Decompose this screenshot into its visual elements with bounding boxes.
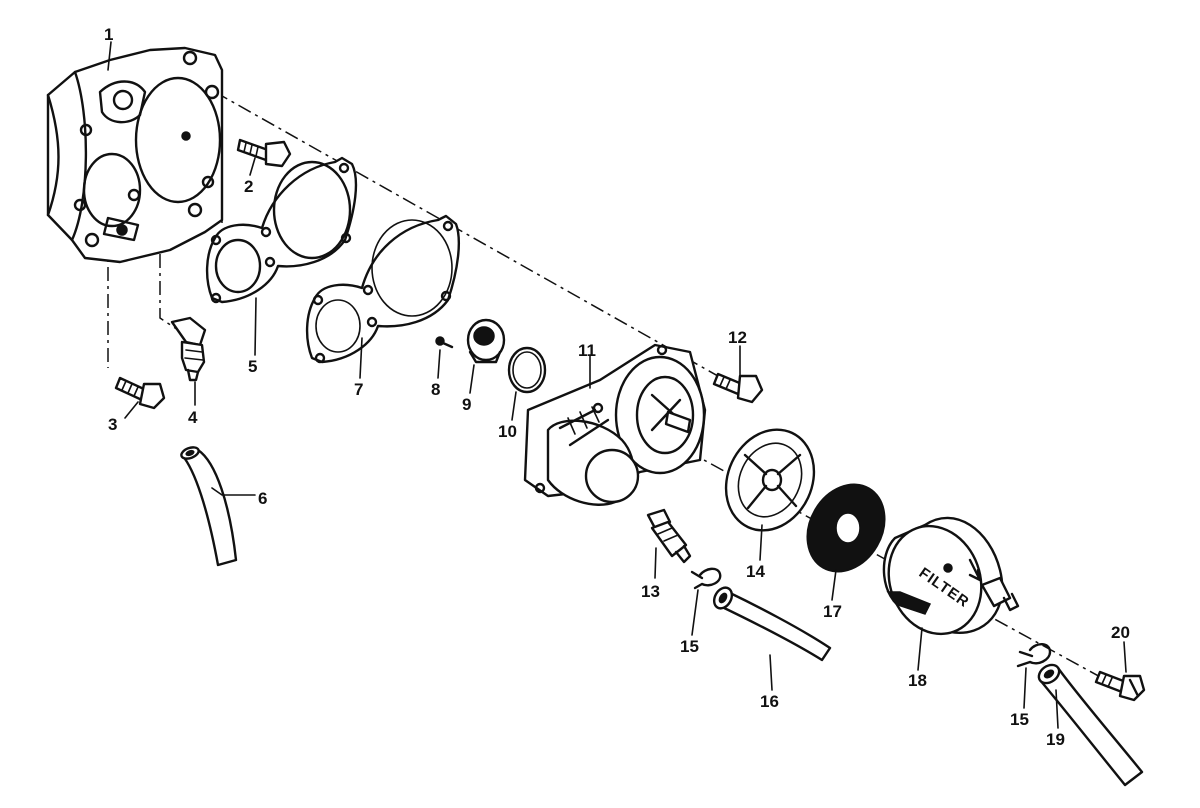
callout-9: 9 — [462, 395, 471, 414]
callout-15-b: 15 — [1010, 710, 1029, 729]
callout-19: 19 — [1046, 730, 1065, 749]
part-gasket-5 — [205, 156, 358, 304]
callout-6: 6 — [258, 489, 267, 508]
leader-lines — [107, 41, 1127, 729]
callout-12: 12 — [728, 328, 747, 347]
callout-15-a: 15 — [680, 637, 699, 656]
part-pump-body — [46, 46, 224, 264]
callout-labels: 1 2 3 4 5 6 7 8 9 10 11 12 13 14 15 15 1… — [104, 25, 1130, 749]
callout-18: 18 — [908, 671, 927, 690]
part-strainer-14 — [724, 428, 816, 532]
part-clip-15-upper — [690, 567, 722, 590]
part-screw-12 — [712, 372, 764, 404]
callout-7: 7 — [354, 380, 363, 399]
part-screw-2 — [236, 138, 292, 168]
part-fitting-13 — [646, 508, 692, 564]
part-small-screw-8 — [435, 336, 454, 349]
callout-13: 13 — [641, 582, 660, 601]
callout-8: 8 — [431, 380, 440, 399]
part-pump-housing-11 — [523, 343, 707, 506]
part-o-ring-10 — [507, 346, 547, 394]
part-elbow-fitting-4 — [170, 316, 207, 382]
part-valve-9 — [466, 318, 506, 364]
callout-20: 20 — [1111, 623, 1130, 642]
callout-17: 17 — [823, 602, 842, 621]
callout-14: 14 — [746, 562, 765, 581]
callout-1: 1 — [104, 25, 113, 44]
part-clip-15-lower — [1016, 643, 1052, 668]
part-hose-19 — [1037, 663, 1144, 787]
part-screw-3 — [114, 376, 166, 410]
callout-11: 11 — [578, 341, 596, 360]
callout-10: 10 — [498, 422, 517, 441]
callout-16: 16 — [760, 692, 779, 711]
part-hose-6 — [180, 446, 238, 567]
part-filter-gasket-17 — [806, 483, 886, 573]
callout-4: 4 — [188, 408, 198, 427]
part-gasket-7 — [305, 214, 461, 364]
callout-5: 5 — [248, 357, 257, 376]
callout-3: 3 — [108, 415, 117, 434]
callout-2: 2 — [244, 177, 253, 196]
part-screw-20 — [1094, 670, 1146, 702]
part-filter-bowl-18: FILTER — [882, 516, 1020, 636]
part-hose-16 — [712, 586, 832, 662]
